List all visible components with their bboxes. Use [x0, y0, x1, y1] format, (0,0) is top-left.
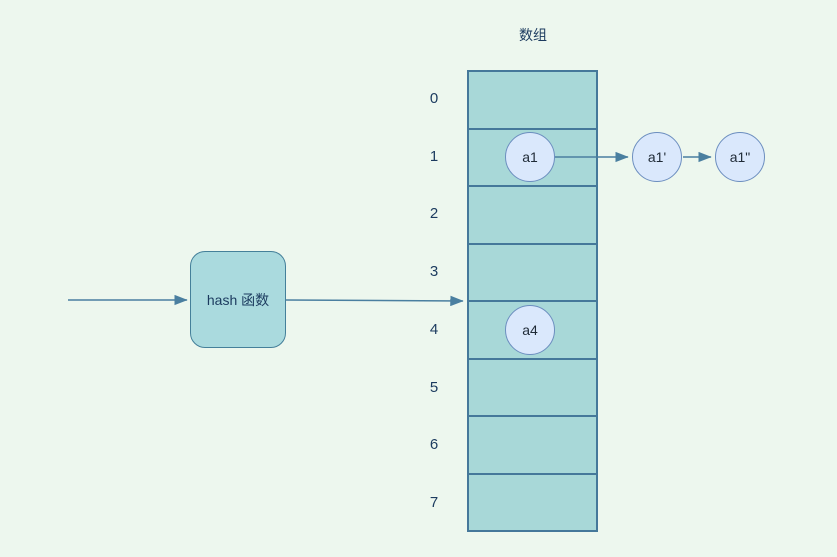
- array-title: 数组: [519, 27, 547, 43]
- node-a1-prime: a1': [632, 132, 682, 182]
- array-index-label-1: 1: [429, 148, 439, 165]
- array-index-label-2: 2: [429, 205, 439, 222]
- array-cell-0: [469, 72, 596, 130]
- array-cell-4: [469, 302, 596, 360]
- node-a1-double-prime: a1": [715, 132, 765, 182]
- hash-function-label: hash 函数: [206, 291, 270, 308]
- array-index-label-4: 4: [429, 321, 439, 338]
- array-cell-6: [469, 417, 596, 475]
- array-cell-5: [469, 360, 596, 417]
- array-index-label-7: 7: [429, 494, 439, 511]
- array-cell-7: [469, 475, 596, 531]
- arrow-hash-to-array: [285, 295, 464, 307]
- node-a1: a1: [505, 132, 555, 182]
- array-cell-2: [469, 187, 596, 245]
- array-index-label-6: 6: [429, 436, 439, 453]
- array-index-label-5: 5: [429, 379, 439, 396]
- array-cell-3: [469, 245, 596, 302]
- array-index-label-3: 3: [429, 263, 439, 280]
- array-index-label-0: 0: [429, 90, 439, 107]
- array-cell-1: [469, 130, 596, 187]
- node-a4: a4: [505, 305, 555, 355]
- hash-function-box: hash 函数: [190, 251, 286, 348]
